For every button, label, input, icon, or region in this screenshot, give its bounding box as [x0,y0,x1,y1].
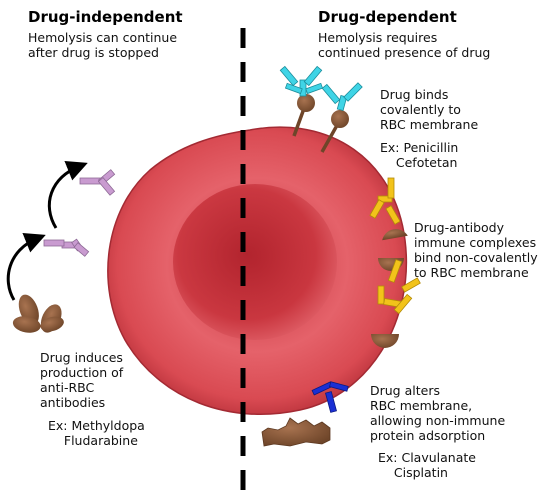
left-mechanism: Drug induces production of anti-RBC anti… [40,350,124,410]
left-examples: Ex: Methyldopa Fludarabine [48,418,145,448]
right-mechanism3: Drug alters RBC membrane, allowing non-i… [370,383,506,443]
protein-icon [261,417,331,447]
right-examples3: Ex: Clavulanate Cisplatin [378,450,476,480]
drug-molecule-icon [371,334,399,348]
left-heading: Drug-independent [28,8,183,26]
antibody-icon [79,169,116,196]
right-mechanism1: Drug binds covalently to RBC membrane [380,87,479,132]
antibody-icon [321,82,363,112]
drug-molecule-icon [292,94,349,153]
drug-molecule-icon [382,229,408,241]
right-examples1: Ex: Penicillin Cefotetan [380,140,459,170]
rbc-center-depression [173,184,337,340]
drug-molecule-icon [12,294,64,333]
curved-arrow-icon [47,160,88,229]
right-subtitle: Hemolysis requires continued presence of… [318,30,491,60]
right-mechanism2: Drug-antibody immune complexes bind non-… [414,220,538,280]
antibody-icon [279,65,324,97]
right-heading: Drug-dependent [318,8,457,26]
antibody-icon [369,177,401,225]
antibody-icon [377,259,421,315]
antibody-icon [311,381,349,413]
left-subtitle: Hemolysis can continue after drug is sto… [28,30,178,60]
curved-arrow-icon [6,232,46,301]
antibody-icon [43,238,90,257]
